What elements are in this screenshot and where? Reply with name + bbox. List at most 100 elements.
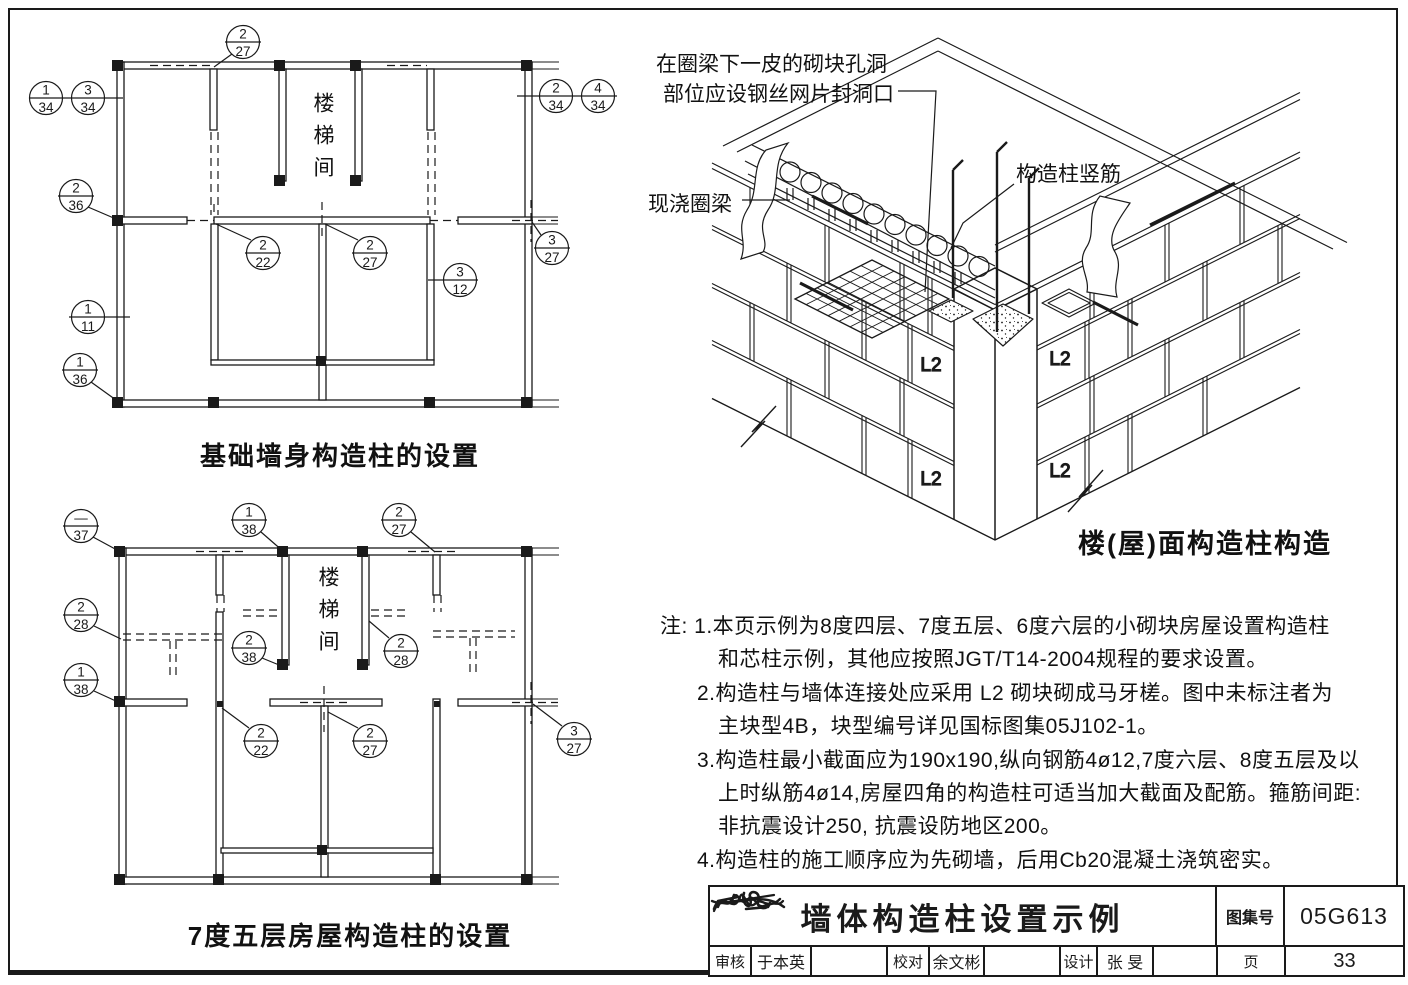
reviewer-signature [712, 893, 886, 975]
svg-text:38: 38 [241, 650, 256, 665]
isometric-detail: L2 L2 L2 L2 [711, 37, 1348, 541]
svg-text:1: 1 [42, 83, 50, 98]
designer-signature [712, 890, 1216, 975]
svg-text:38: 38 [73, 682, 88, 697]
callout-3-27: 3 27 [532, 703, 592, 757]
stirrup [1041, 288, 1097, 318]
note-line: 和芯柱示例，其他应按照JGT/T14-2004规程的要求设置。 [718, 648, 1268, 672]
note-line: 注: 1.本页示例为8度四层、7度五层、6度六层的小砌块房屋设置构造柱 [660, 615, 1330, 638]
callout-1-36: 1 36 [62, 352, 117, 401]
plan1-column-squares [112, 60, 532, 408]
roof-slab-edges [722, 37, 1348, 250]
callout-2-27-mid: 2 27 [327, 711, 388, 759]
svg-text:34: 34 [548, 98, 564, 113]
note-line: 上时纵筋4ø14,房屋四角的构造柱可适当加大截面及配筋。箍筋间距: [718, 782, 1362, 806]
svg-text:22: 22 [253, 743, 268, 758]
plan2-callouts: — 37 1 38 2 27 2 28 1 38 2 38 2 28 2 22 … [63, 502, 592, 759]
svg-text:34: 34 [590, 98, 606, 113]
grout-cells [928, 288, 1097, 347]
iso-leaders [742, 90, 1015, 293]
l2-label: L2 [1049, 461, 1070, 482]
callout-1-34: 1 34 3 34 [28, 80, 123, 116]
title-block: 墙体构造柱设置示例 图集号 05G613 审核 于本英 校对 余文彬 设计 张 … [708, 885, 1405, 977]
svg-text:2: 2 [239, 27, 247, 42]
callout-2-28-left: 2 28 [63, 597, 122, 640]
plan2-column-squares [114, 546, 532, 885]
svg-text:27: 27 [235, 44, 250, 59]
note-line: 非抗震设计250, 抗震设防地区200。 [718, 815, 1062, 839]
beam-rebar-dashes [799, 181, 1236, 327]
callout-2-28-right: 2 28 [368, 620, 419, 669]
l2-labels: L2 L2 L2 L2 [920, 348, 1071, 490]
designer-name: 张 旻 [1096, 947, 1152, 975]
corner-cell [972, 303, 1034, 347]
wall-bottom-edges [711, 386, 1301, 541]
svg-text:2: 2 [77, 600, 85, 615]
plan1-floorplan: 2 27 1 34 3 34 2 34 4 34 2 36 1 11 1 36 … [28, 24, 617, 408]
ring-beam-label: 现浇圈梁 [648, 193, 732, 216]
proofreader-name: 余文彬 [928, 947, 983, 975]
svg-text:36: 36 [72, 372, 87, 387]
svg-text:4: 4 [594, 81, 602, 96]
callout-2-27-top: 2 27 [213, 24, 261, 68]
right-wall-courses [1036, 185, 1301, 495]
plan2-floorplan: — 37 1 38 2 27 2 28 1 38 2 38 2 28 2 22 … [63, 502, 592, 885]
callout-1-11: 1 11 [69, 299, 130, 335]
svg-text:3: 3 [84, 83, 92, 98]
note-line: 4.构造柱的施工顺序应为先砌墙，后用Cb20混凝土浇筑密实。 [697, 848, 1284, 872]
plan1-extensions [532, 61, 559, 408]
plan2-caption: 7度五层房屋构造柱的设置 [187, 921, 513, 951]
plan1-callouts: 2 27 1 34 3 34 2 34 4 34 2 36 1 11 1 36 … [28, 24, 617, 401]
break-flash-right [1067, 469, 1104, 513]
rebar-label: 构造柱竖筋 [1016, 163, 1121, 186]
stairwell-label-plan1: 楼梯间 [311, 92, 334, 188]
callout-2-22: 2 22 [221, 707, 279, 759]
callout-2-36: 2 36 [58, 178, 117, 220]
callout-1-38-left: 1 38 [63, 662, 119, 703]
review-label: 审核 [714, 953, 745, 971]
slab-bearing-ticks [786, 188, 962, 284]
svg-text:1: 1 [77, 665, 85, 680]
plan1-caption: 基础墙身构造柱的设置 [199, 441, 480, 471]
svg-text:2: 2 [257, 726, 265, 741]
break-flash-left [740, 405, 777, 448]
column-rebars [951, 141, 1040, 332]
svg-text:2: 2 [395, 505, 403, 520]
note-line: 3.构造柱最小截面应为190x190,纵向钢筋4ø12,7度六层、8度五层及以 [697, 748, 1360, 772]
svg-text:38: 38 [241, 522, 256, 537]
svg-text:36: 36 [68, 198, 83, 213]
signature-designer [712, 890, 772, 911]
svg-text:11: 11 [81, 319, 95, 334]
torn-breaks [740, 141, 1131, 298]
notes-block: 注: 1.本页示例为8度四层、7度五层、6度六层的小砌块房屋设置构造柱 和芯柱示… [660, 610, 1408, 877]
svg-text:27: 27 [362, 743, 377, 758]
stairwell-label-plan2: 楼梯间 [316, 566, 339, 662]
note-line: 主块型4B，块型编号详见国标图集05J102-1。 [718, 715, 1159, 739]
design-label: 设计 [1059, 947, 1096, 975]
page-label: 页 [1216, 947, 1284, 975]
svg-text:22: 22 [255, 255, 270, 270]
wall-top-edges [711, 151, 1301, 311]
svg-text:1: 1 [84, 302, 92, 317]
svg-text:3: 3 [548, 233, 556, 248]
page-number: 33 [1284, 947, 1403, 975]
svg-text:3: 3 [570, 724, 578, 739]
left-cell [928, 299, 974, 323]
page-border [8, 8, 1398, 975]
svg-text:27: 27 [544, 250, 559, 265]
callout-3-12: 3 12 [428, 262, 478, 298]
svg-text:37: 37 [73, 528, 88, 543]
svg-text:34: 34 [38, 100, 54, 115]
svg-text:27: 27 [566, 741, 581, 756]
svg-text:2: 2 [366, 726, 374, 741]
callout-2-34: 2 34 4 34 [517, 78, 617, 114]
svg-text:2: 2 [245, 633, 253, 648]
iso-caption: 楼(屋)面构造柱构造 [1078, 529, 1332, 559]
svg-text:12: 12 [452, 282, 467, 297]
l2-label: L2 [1049, 349, 1070, 370]
callout-2-27-mid: 2 27 [324, 223, 388, 271]
callout-2-38: 2 38 [231, 630, 285, 668]
callout-1-38-top: 1 38 [231, 502, 285, 553]
